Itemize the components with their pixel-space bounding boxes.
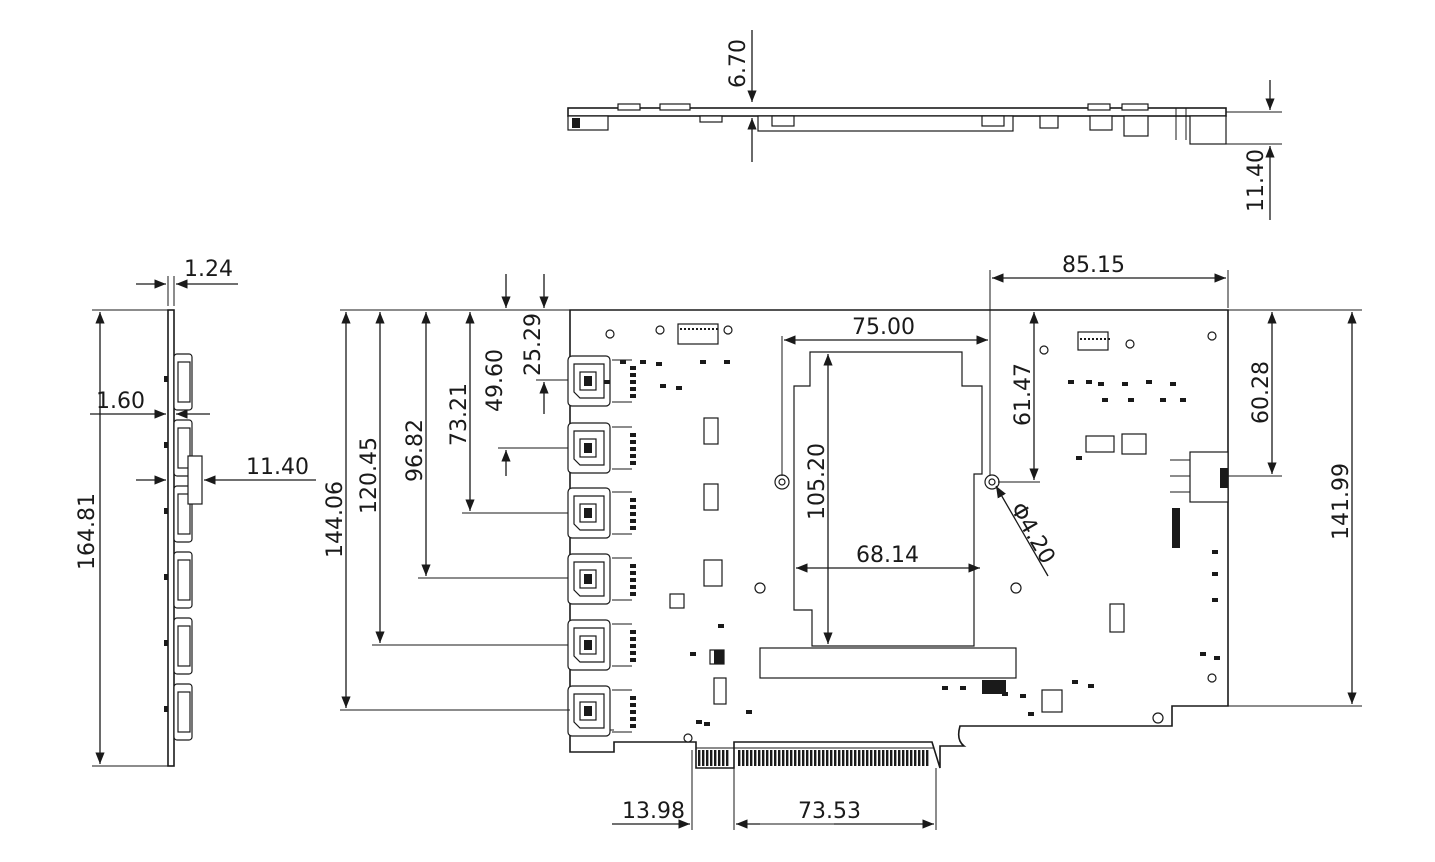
displayport-connector xyxy=(567,619,636,671)
dim-side-depth: 11.40 xyxy=(246,455,309,480)
heatsink-outline xyxy=(793,351,983,647)
heatsink-base xyxy=(759,647,1017,679)
dim-right-height: 141.99 xyxy=(1329,463,1354,540)
dim-connector-offset: 60.28 xyxy=(1249,361,1274,424)
dim-heatsink-width: 75.00 xyxy=(852,315,915,340)
dim-side-height: 164.81 xyxy=(75,493,100,570)
displayport-connector xyxy=(567,487,636,539)
dim-heatsink-height: 105.20 xyxy=(805,443,830,520)
dim-thickness-top: 6.70 xyxy=(726,39,751,88)
pcie-edge-connector xyxy=(696,747,934,766)
dim-side-width: 1.24 xyxy=(184,257,233,282)
dim-port-4: 96.82 xyxy=(403,419,428,482)
displayport-connector xyxy=(567,553,636,605)
displayport-connector xyxy=(567,685,636,737)
side-view-bracket xyxy=(167,309,175,767)
front-view: 144.06 120.45 96.82 73.21 49.60 25.29 85… xyxy=(323,253,1362,830)
side-view: 1.24 1.60 11.40 164.81 xyxy=(75,257,316,767)
dim-right-width: 85.15 xyxy=(1062,253,1125,278)
dim-edge-offset: 13.98 xyxy=(622,799,685,824)
displayport-connector xyxy=(567,422,636,474)
dim-edge-length: 73.53 xyxy=(798,799,861,824)
dim-mount-hole-offset: 61.47 xyxy=(1011,363,1036,426)
dim-height-total: 144.06 xyxy=(323,481,348,558)
dim-port-3: 73.21 xyxy=(447,383,472,446)
dim-port-1: 25.29 xyxy=(521,313,546,376)
top-view: 6.70 11.40 xyxy=(567,30,1282,220)
dim-port-2: 49.60 xyxy=(483,349,508,412)
dim-heatsink-inner-width: 68.14 xyxy=(856,543,919,568)
displayport-connector xyxy=(567,355,636,407)
dim-side-offset: 1.60 xyxy=(96,389,145,414)
dim-thickness-right: 11.40 xyxy=(1244,149,1269,212)
dim-port-5: 120.45 xyxy=(357,437,382,514)
